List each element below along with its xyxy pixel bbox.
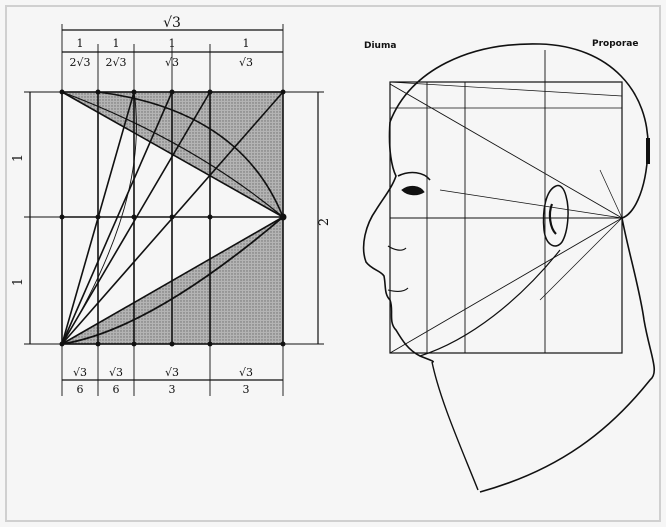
neck-front-outline (431, 361, 479, 491)
top-fraction-2: 1 2√3 (105, 37, 126, 69)
svg-text:√3: √3 (73, 366, 87, 379)
top-fraction-3: 1 √3 (165, 37, 179, 69)
head-proportion-drawing (362, 43, 656, 493)
left-lower-dimension-label: 1 (11, 278, 26, 286)
svg-text:1: 1 (113, 37, 120, 50)
ear-inner (548, 203, 557, 235)
svg-text:√3: √3 (239, 56, 253, 69)
brow (397, 171, 431, 181)
face-profile-outline (362, 121, 435, 363)
eye (401, 185, 425, 196)
hair-mark (646, 138, 650, 164)
nostril (387, 245, 407, 251)
proportion-diagram (24, 24, 324, 396)
top-fraction-4: 1 √3 (239, 37, 253, 69)
head-grid-rectangle (389, 81, 623, 354)
left-upper-dimension-label: 1 (11, 154, 26, 162)
head-label-right: Proporae (592, 39, 638, 49)
bottom-fraction-3: √3 3 (165, 366, 179, 396)
svg-text:2√3: 2√3 (105, 56, 126, 69)
right-dimension-label: 2 (317, 218, 332, 226)
bottom-fraction-2: √3 6 (109, 366, 123, 396)
svg-text:√3: √3 (239, 366, 253, 379)
lower-arc (61, 216, 284, 345)
svg-text:1: 1 (77, 37, 84, 50)
ear (542, 184, 569, 247)
svg-text:2√3: 2√3 (69, 56, 90, 69)
svg-text:6: 6 (113, 383, 120, 396)
upper-arc (97, 91, 284, 218)
inner-upper-arc (61, 91, 284, 218)
bottom-fraction-4: √3 3 (239, 366, 253, 396)
lower-diagonal (61, 216, 284, 345)
head-label-left: Diuma (364, 41, 396, 51)
svg-text:√3: √3 (165, 56, 179, 69)
svg-text:1: 1 (243, 37, 250, 50)
top-fraction-1: 1 2√3 (69, 37, 90, 69)
cranium-outline (389, 43, 649, 219)
svg-text:6: 6 (77, 383, 84, 396)
mouth (387, 287, 409, 292)
image-frame (5, 5, 661, 522)
svg-text:√3: √3 (165, 366, 179, 379)
svg-text:3: 3 (169, 383, 176, 396)
svg-text:3: 3 (243, 383, 250, 396)
fan-line-2 (61, 91, 173, 345)
svg-text:√3: √3 (109, 366, 123, 379)
svg-text:1: 1 (169, 37, 176, 50)
jaw-line (419, 249, 561, 357)
neck-back-outline (479, 217, 656, 493)
top-dimension-label: √3 (163, 15, 181, 31)
bottom-fraction-1: √3 6 (73, 366, 87, 396)
inner-lower-arc (61, 91, 137, 345)
